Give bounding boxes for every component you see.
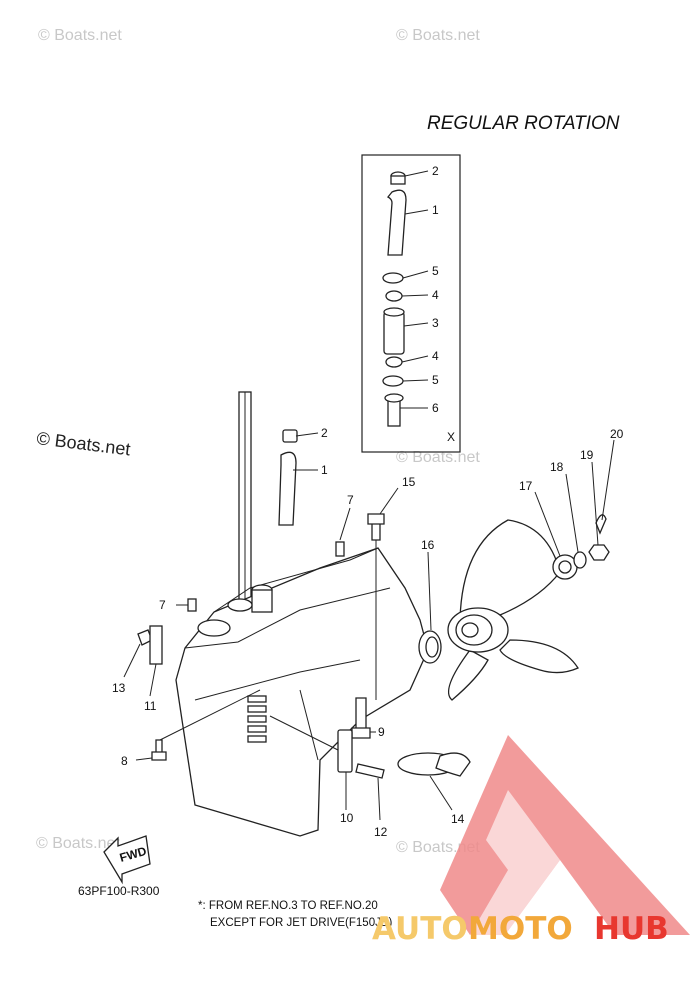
inset-frame <box>361 154 461 453</box>
callout-18: 18 <box>550 460 564 474</box>
anode-10 <box>337 729 353 773</box>
watermark-top-left: © Boats.net <box>38 27 122 44</box>
watermark-bottom-left: © Boats.net <box>36 835 120 852</box>
bushing-upper <box>385 290 403 302</box>
inset-marker: X <box>447 430 455 444</box>
water-intake-slots <box>247 695 267 743</box>
drive-sleeve <box>383 311 405 355</box>
callout-16: 16 <box>421 538 435 552</box>
callout-17: 17 <box>519 479 533 493</box>
lower-case-assembly: 2 1 7 7 15 <box>112 391 624 839</box>
callout-14: 14 <box>451 812 465 826</box>
callout-inset-3: 3 <box>432 316 439 330</box>
bolt-8 <box>151 739 167 761</box>
prop-nut-19 <box>588 544 610 561</box>
sleeve-top <box>383 307 405 317</box>
callout-inset-5a: 5 <box>432 264 439 278</box>
diagram-code: 63PF100-R300 <box>78 884 160 898</box>
cotter-pin-20 <box>595 514 607 535</box>
thrust-seal-inner <box>425 636 439 658</box>
callout-9: 9 <box>378 725 385 739</box>
dowel-pin-right <box>335 541 345 557</box>
diagram-title: REGULAR ROTATION <box>427 113 620 134</box>
footnote-line-2: EXCEPT FOR JET DRIVE(F150JB) <box>210 917 393 929</box>
callout-inset-5b: 5 <box>432 373 439 387</box>
brand-moto: MOTO <box>468 911 573 947</box>
watermark-large: © Boats.net <box>36 428 132 459</box>
callout-13: 13 <box>112 681 126 695</box>
callout-inset-6: 6 <box>432 401 439 415</box>
boss-shaft <box>227 598 253 612</box>
brand-hub: HUB <box>594 911 669 947</box>
fwd-arrow: FWD <box>103 835 151 885</box>
callout-inset-2: 2 <box>432 164 439 178</box>
gear-case-housing <box>175 547 429 837</box>
callout-1: 1 <box>321 463 328 477</box>
screw-12 <box>355 763 385 779</box>
shaft-collar <box>384 393 404 403</box>
watermark-mid-right: © Boats.net <box>396 449 480 466</box>
automotohub-logo: AUTO MOTO HUB <box>372 735 690 947</box>
washer-18 <box>573 551 587 569</box>
fwd-arrow-shape <box>103 835 151 885</box>
footnote-line-1: *: FROM REF.NO.3 TO REF.NO.20 <box>198 900 378 912</box>
callout-7-right: 7 <box>347 493 354 507</box>
callout-11: 11 <box>144 699 157 713</box>
callout-12: 12 <box>374 825 388 839</box>
callout-inset-4b: 4 <box>432 349 439 363</box>
callout-inset-1: 1 <box>432 203 439 217</box>
bushing-lower <box>385 356 403 368</box>
clip-11 <box>149 625 163 665</box>
watermark-top-right: © Boats.net <box>396 27 480 44</box>
boss-body <box>251 589 273 613</box>
propeller <box>447 519 579 701</box>
water-tube-inset <box>386 189 407 256</box>
grommet-body <box>390 175 406 185</box>
callout-inset-4a: 4 <box>432 288 439 302</box>
grommet-main <box>282 429 298 443</box>
callout-2: 2 <box>321 426 328 440</box>
callout-20: 20 <box>610 427 624 441</box>
seal-upper <box>382 272 404 284</box>
callout-10: 10 <box>340 811 354 825</box>
inset-box: 2 1 5 4 3 4 5 6 X <box>361 154 461 453</box>
callout-8: 8 <box>121 754 128 768</box>
dowel-pin-left <box>187 598 197 612</box>
callout-19: 19 <box>580 448 594 462</box>
boss-front <box>197 619 231 637</box>
brand-auto: AUTO <box>372 911 468 947</box>
logo-mark <box>440 735 690 935</box>
callout-7-left: 7 <box>159 598 166 612</box>
water-tube-main <box>278 451 297 526</box>
bolt-15 <box>367 513 385 541</box>
seal-lower <box>382 375 404 387</box>
callout-15: 15 <box>402 475 416 489</box>
